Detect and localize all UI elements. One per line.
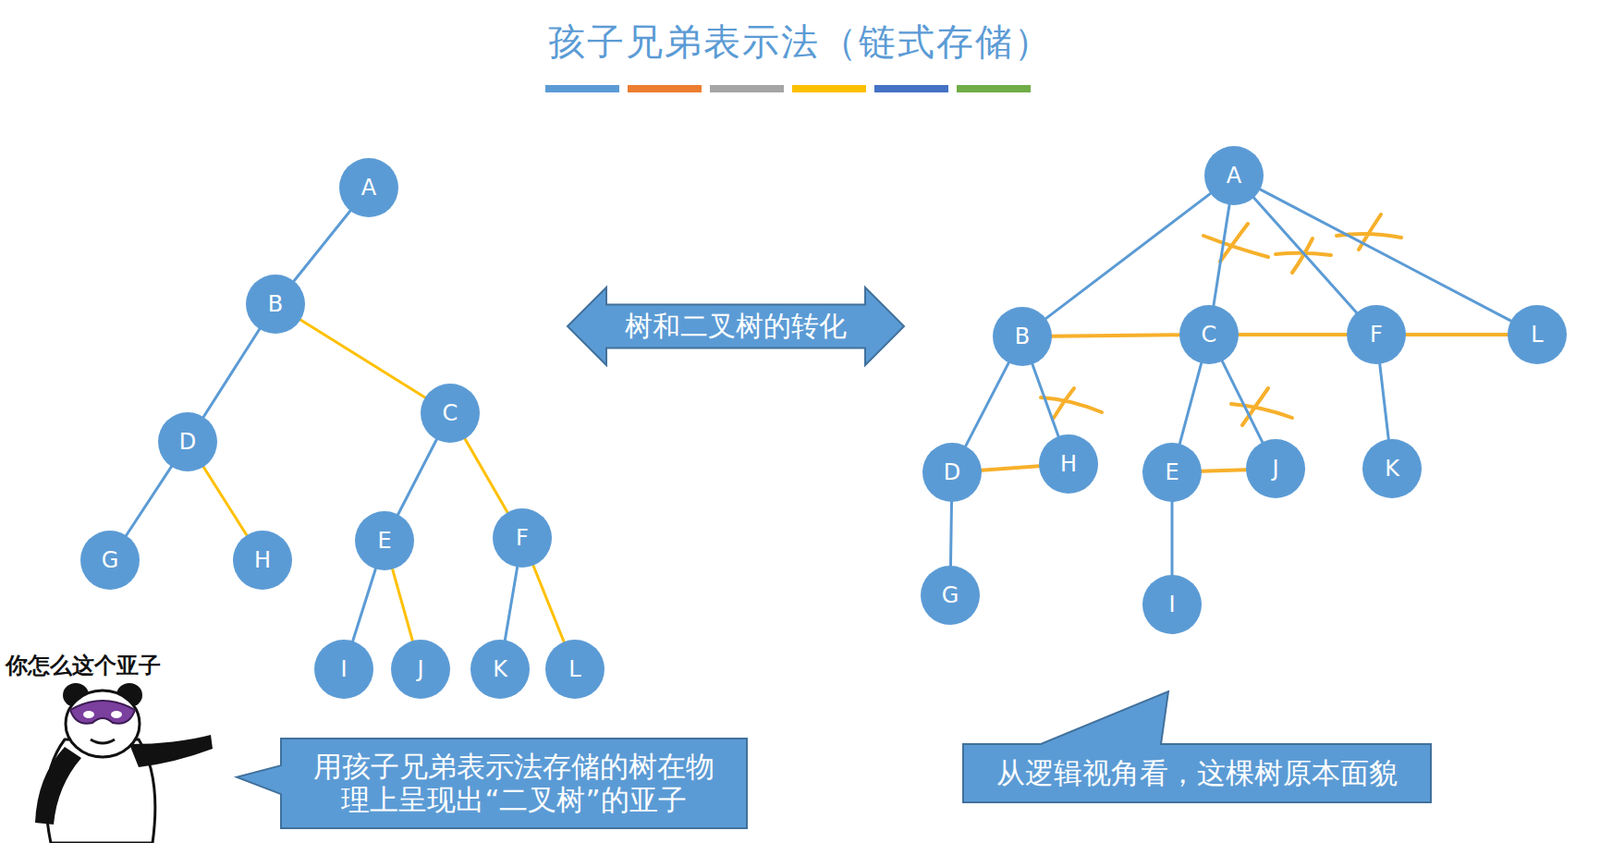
node-letter: J	[416, 656, 424, 683]
tree-node: B	[992, 306, 1052, 367]
tree-node: C	[1179, 305, 1239, 365]
cross-marks	[1040, 214, 1402, 426]
node-letter: I	[1168, 591, 1175, 618]
tree-edge	[293, 210, 351, 281]
tree-edge	[300, 319, 426, 398]
node-letter: L	[1530, 321, 1543, 348]
node-letter: E	[377, 527, 391, 554]
node-letter: E	[1164, 459, 1179, 486]
tree-node: K	[470, 639, 530, 699]
node-letter: K	[492, 656, 508, 683]
tree-node: C	[420, 383, 480, 443]
node-letter: A	[361, 174, 377, 201]
tree-node: J	[390, 639, 451, 699]
tree-edge	[1253, 197, 1356, 313]
node-letter: A	[1226, 162, 1242, 189]
node-letter: H	[1060, 451, 1077, 477]
shape-fill	[963, 691, 1431, 803]
tree-node: D	[922, 442, 982, 502]
tree-node: L	[545, 639, 605, 699]
tree-node: I	[1142, 574, 1202, 635]
callout-text: 用孩子兄弟表示法存储的树在物理上呈现出“二叉树”的亚子	[304, 750, 724, 817]
tree-node: F	[1346, 305, 1406, 365]
node-letter: C	[1201, 321, 1218, 348]
shape-fill	[567, 287, 904, 366]
tree-edge	[504, 567, 517, 641]
tree-edge	[1032, 364, 1059, 437]
tree-node: G	[80, 530, 140, 590]
panda-illustration	[35, 683, 213, 843]
tree-edge	[1179, 363, 1201, 444]
tree-edge	[950, 501, 952, 566]
double-arrow-shape: 树和二叉树的转化	[567, 287, 904, 366]
color-bars	[545, 85, 1031, 93]
callout-text: 树和二叉树的转化	[624, 310, 847, 343]
callout-text: 从逻辑视角看，这棵树原本面貌	[996, 757, 1398, 791]
tree-node: H	[232, 530, 293, 590]
meme-caption: 你怎么这个亚子	[5, 650, 161, 681]
tree-node: J	[1245, 439, 1306, 499]
node-letter: B	[268, 291, 283, 318]
tree-node: H	[1038, 434, 1099, 494]
sibling-stroke	[1201, 469, 1246, 472]
node-letter: L	[568, 656, 581, 683]
tree-node: A	[339, 158, 399, 218]
tree-edge	[965, 362, 1010, 446]
speech-callout: 从逻辑视角看，这棵树原本面貌	[963, 744, 1431, 803]
tree-node: A	[1204, 146, 1264, 206]
tree-edge	[1171, 501, 1174, 575]
tree-node: G	[920, 565, 980, 625]
node-letter: G	[101, 547, 120, 574]
node-letter: D	[943, 459, 961, 486]
tree-node: I	[314, 639, 374, 699]
tree-edge	[203, 329, 260, 417]
tree-edge	[1380, 364, 1390, 440]
sibling-stroke	[1238, 332, 1347, 337]
tree-node: F	[492, 508, 552, 568]
node-letter: F	[515, 525, 529, 551]
tree-edge	[353, 569, 377, 642]
tree-edge	[1213, 205, 1230, 306]
node-letter: C	[442, 400, 459, 427]
tree-node: D	[158, 412, 218, 472]
sibling-stroke	[1405, 332, 1508, 337]
node-letter: I	[340, 656, 347, 683]
tree-edge	[398, 439, 438, 514]
tree-edge	[533, 565, 564, 643]
tree-edge	[1221, 361, 1263, 443]
tree-node: E	[1142, 442, 1202, 502]
tree-edge	[126, 466, 172, 536]
tree-edge	[392, 569, 414, 641]
sibling-stroke	[1051, 334, 1180, 336]
tree-edge	[1259, 189, 1511, 321]
tree-edge	[464, 439, 508, 513]
tree-node: E	[354, 511, 415, 571]
tree-node: B	[245, 274, 306, 334]
tree-node: L	[1507, 305, 1567, 365]
node-letter: G	[941, 582, 960, 609]
node-letter: B	[1014, 323, 1030, 350]
speech-callout: 用孩子兄弟表示法存储的树在物理上呈现出“二叉树”的亚子	[280, 738, 747, 829]
node-letter: J	[1271, 455, 1279, 482]
node-letter: F	[1369, 321, 1383, 348]
node-letter: H	[254, 547, 271, 574]
shape-fill	[236, 738, 747, 829]
tree-edge	[203, 466, 247, 536]
node-letter: K	[1384, 455, 1400, 482]
tree-node: K	[1362, 439, 1422, 499]
sibling-stroke	[981, 465, 1039, 470]
tree-edge	[1045, 193, 1210, 318]
page-title: 孩子兄弟表示法（链式存储）	[0, 16, 1600, 68]
node-letter: D	[179, 428, 196, 455]
